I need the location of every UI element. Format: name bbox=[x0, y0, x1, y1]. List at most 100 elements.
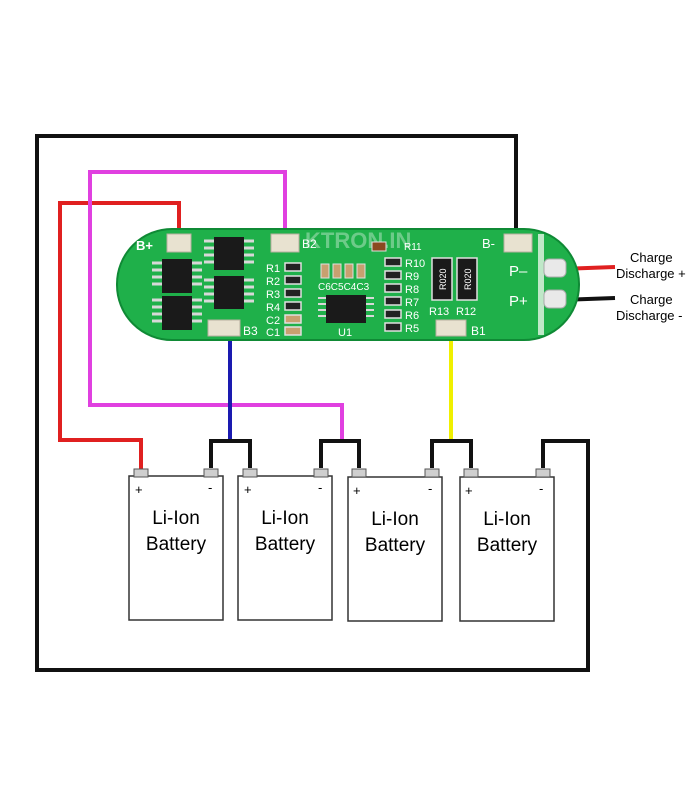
smd-resistor-r11 bbox=[371, 241, 387, 252]
wire-black-outer-loop bbox=[35, 134, 590, 672]
battery-label-line2: Battery bbox=[146, 534, 207, 555]
wire-red-bplus bbox=[58, 201, 181, 470]
battery-terminal-minus bbox=[424, 468, 440, 478]
pad-bplus-label: B+ bbox=[136, 238, 153, 253]
wire-magenta-b2 bbox=[88, 170, 344, 441]
smd-capacitor bbox=[356, 263, 366, 279]
caps-label: C6C5C4C3 bbox=[318, 282, 370, 293]
battery-label-line1: Li-Ion bbox=[371, 509, 419, 530]
battery-label-line2: Battery bbox=[477, 535, 538, 556]
battery-minus-sign: - bbox=[318, 480, 322, 495]
battery-label-line2: Battery bbox=[255, 534, 316, 555]
battery-cell: + - Li-Ion Battery bbox=[347, 468, 443, 622]
bms-board: KTRON.IN B+ B2 B- B3 B1 P– P+ bbox=[116, 228, 580, 341]
battery-terminal-plus bbox=[351, 468, 367, 478]
battery-cell: + - Li-Ion Battery bbox=[237, 468, 333, 621]
smd-capacitor bbox=[332, 263, 342, 279]
ref-r8: R8 bbox=[405, 284, 419, 296]
ref-r4: R4 bbox=[266, 302, 280, 314]
smd-resistor bbox=[284, 275, 302, 285]
pad-b3: B3 bbox=[207, 319, 258, 338]
mosfet-chip bbox=[152, 259, 202, 293]
battery-terminal-plus bbox=[242, 468, 258, 478]
wire-series-3-4 bbox=[430, 439, 473, 468]
wire-series-1-2 bbox=[209, 439, 252, 468]
charge-minus-line2: Discharge - bbox=[616, 308, 682, 323]
resistor-column-left: R1 R2 R3 R4 C2 C1 bbox=[266, 262, 302, 339]
wires bbox=[35, 134, 616, 672]
battery-plus-sign: + bbox=[244, 482, 252, 497]
output-pminus: P– bbox=[509, 258, 567, 280]
pad-b2: B2 bbox=[270, 233, 317, 253]
battery-terminal-minus bbox=[535, 468, 551, 478]
ref-r5: R5 bbox=[405, 323, 419, 335]
battery-plus-sign: + bbox=[465, 483, 473, 498]
battery-terminal-plus bbox=[463, 468, 479, 478]
ref-r13: R13 bbox=[429, 306, 449, 318]
charge-plus-line1: Charge bbox=[630, 250, 673, 265]
pad-b1-label: B1 bbox=[471, 324, 486, 338]
ref-r10: R10 bbox=[405, 258, 425, 270]
pad-b3-label: B3 bbox=[243, 324, 258, 338]
resistor-column-right: R10 R9 R8 R7 R6 R5 bbox=[384, 257, 425, 335]
battery-plus-sign: + bbox=[353, 483, 361, 498]
battery-pack: + - Li-Ion Battery + - Li-Ion Battery + … bbox=[128, 468, 555, 622]
battery-minus-sign: - bbox=[539, 481, 543, 496]
output-pplus: P+ bbox=[509, 289, 567, 310]
ic-chip bbox=[326, 295, 366, 323]
pad-bminus-label: B- bbox=[482, 236, 495, 251]
smd-resistor bbox=[284, 301, 302, 311]
mosfet-chip bbox=[204, 276, 254, 309]
shunt-resistor bbox=[431, 257, 453, 301]
output-pminus-label: P– bbox=[509, 263, 528, 280]
battery-cell: + - Li-Ion Battery bbox=[128, 468, 224, 621]
ref-r3: R3 bbox=[266, 289, 280, 301]
smd-capacitor bbox=[344, 263, 354, 279]
battery-minus-sign: - bbox=[428, 481, 432, 496]
charge-plus-line2: Discharge + bbox=[616, 266, 686, 281]
smd-resistor bbox=[384, 257, 402, 267]
smd-resistor bbox=[384, 296, 402, 306]
shunt-label: R020 bbox=[463, 268, 473, 290]
ic-area: C6C5C4C3 U1 R11 bbox=[318, 241, 422, 339]
mosfet-chips bbox=[152, 237, 254, 330]
ref-r2: R2 bbox=[266, 276, 280, 288]
smd-resistor bbox=[384, 270, 402, 280]
shunt-resistor bbox=[456, 257, 478, 301]
mosfet-chip bbox=[204, 237, 254, 270]
ref-r6: R6 bbox=[405, 310, 419, 322]
battery-label-line1: Li-Ion bbox=[152, 508, 200, 529]
battery-label-line1: Li-Ion bbox=[483, 509, 531, 530]
pcb-output-stripe bbox=[538, 234, 544, 335]
smd-capacitor bbox=[284, 314, 302, 324]
pad-b1: B1 bbox=[435, 319, 486, 338]
battery-label-line2: Battery bbox=[365, 535, 426, 556]
battery-minus-sign: - bbox=[208, 480, 212, 495]
shunt-resistors: R020 R020 R13 R12 bbox=[429, 257, 478, 318]
charge-minus-line1: Charge bbox=[630, 292, 673, 307]
battery-cell: + - Li-Ion Battery bbox=[459, 468, 555, 622]
smd-capacitor bbox=[284, 326, 302, 336]
ref-r7: R7 bbox=[405, 297, 419, 309]
battery-terminal-minus bbox=[203, 468, 219, 478]
ref-r1: R1 bbox=[266, 263, 280, 275]
output-pplus-label: P+ bbox=[509, 293, 528, 310]
smd-capacitor bbox=[320, 263, 330, 279]
battery-terminal-minus bbox=[313, 468, 329, 478]
ref-c2: C2 bbox=[266, 315, 280, 327]
pad-bminus: B- bbox=[482, 233, 533, 253]
ref-r9: R9 bbox=[405, 271, 419, 283]
ref-r11: R11 bbox=[404, 242, 422, 253]
smd-resistor bbox=[384, 283, 402, 293]
battery-terminal-plus bbox=[133, 468, 149, 478]
mosfet-chip bbox=[152, 296, 202, 330]
shunt-label: R020 bbox=[438, 268, 448, 290]
pad-b2-label: B2 bbox=[302, 237, 317, 251]
smd-resistor bbox=[384, 322, 402, 332]
smd-resistor bbox=[284, 288, 302, 298]
smd-resistor bbox=[384, 309, 402, 319]
ic-label: U1 bbox=[338, 327, 352, 339]
output-labels: Charge Discharge + Charge Discharge - bbox=[616, 250, 686, 323]
battery-label-line1: Li-Ion bbox=[261, 508, 309, 529]
